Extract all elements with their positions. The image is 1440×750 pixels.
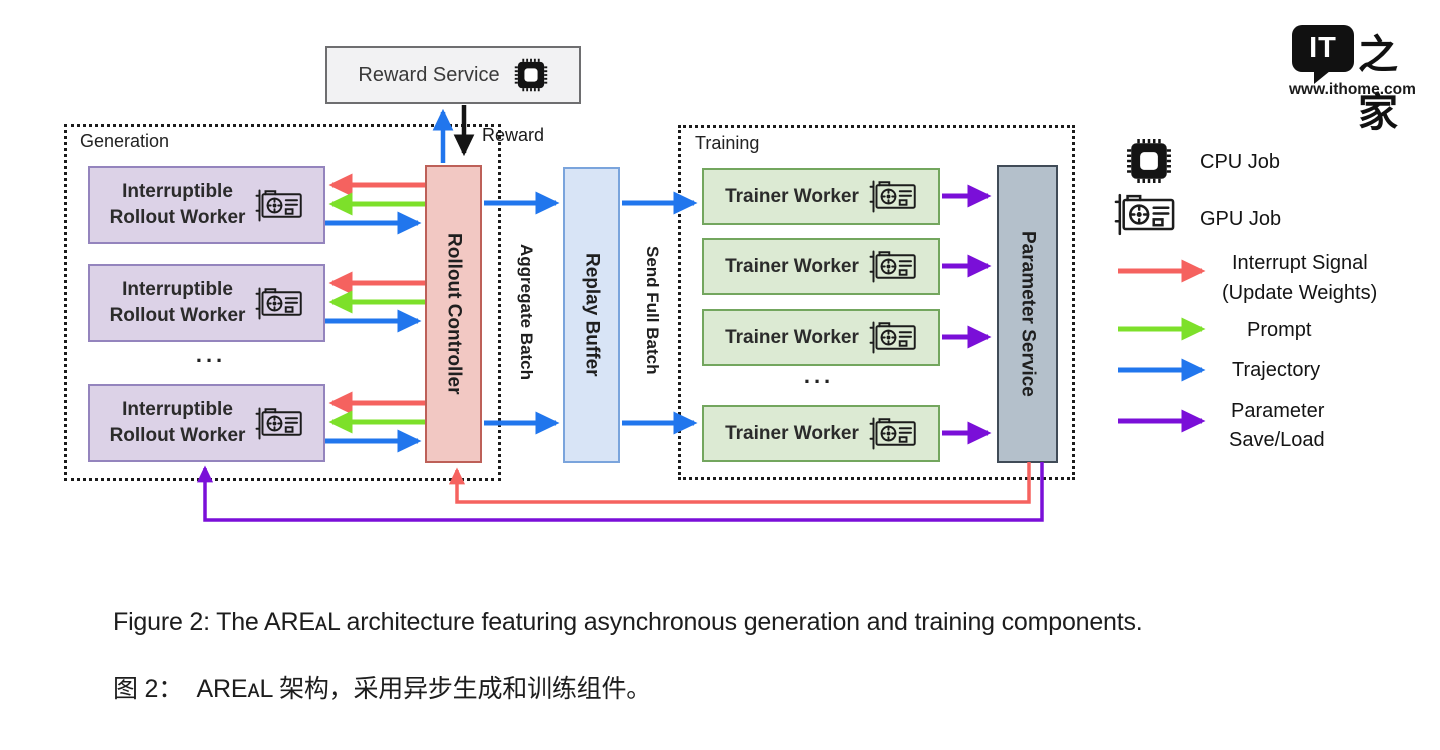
reward-service-box: Reward Service [325,46,581,104]
gpu-icon [869,416,917,451]
legend-gpu-label: GPU Job [1200,208,1282,230]
replay-buffer-box: Replay Buffer [563,167,620,463]
legend-gpu-icon [1114,192,1176,237]
rollout-controller-box: Rollout Controller [425,165,482,463]
trainer-worker-label: Trainer Worker [725,326,859,348]
logo-url: www.ithome.com [1289,81,1416,98]
trainer-worker-label: Trainer Worker [725,255,859,277]
gpu-icon [255,286,303,321]
reward-service-label: Reward Service [358,63,500,86]
rollout-worker-label: Interruptible Rollout Worker [110,277,246,328]
legend-interrupt-line2: (Update Weights) [1222,282,1378,304]
aggregate-batch-label: Aggregate Batch [517,244,536,381]
trainer-worker-4: Trainer Worker [702,405,940,462]
reward-arrow-label: Reward [482,125,545,145]
trainer-worker-label: Trainer Worker [725,185,859,207]
rollout-worker-2: Interruptible Rollout Worker [88,264,325,342]
gpu-icon [869,249,917,284]
legend-interrupt-line1: Interrupt Signal [1232,252,1368,274]
ithome-logo-bubble: IT [1292,25,1354,84]
worker-label-line1: Interruptible [122,181,233,203]
rollout-worker-3: Interruptible Rollout Worker [88,384,325,462]
rollout-worker-label: Interruptible Rollout Worker [110,179,246,230]
training-title: Training [695,133,760,153]
worker-label-line1: Interruptible [122,279,233,301]
rollout-worker-label: Interruptible Rollout Worker [110,397,246,448]
legend-trajectory-label: Trajectory [1232,359,1321,381]
gpu-icon [869,179,917,214]
gpu-icon [255,406,303,441]
trainer-worker-1: Trainer Worker [702,168,940,225]
generation-ellipsis: ... [195,342,227,367]
trainer-worker-label: Trainer Worker [725,422,859,444]
worker-label-line1: Interruptible [122,399,233,421]
gpu-icon [255,188,303,223]
legend-parameter-line1: Parameter [1231,400,1325,422]
legend-arrows [1118,259,1206,433]
training-ellipsis: ... [803,363,835,388]
worker-label-line2: Rollout Worker [109,425,246,446]
trainer-worker-2: Trainer Worker [702,238,940,295]
legend-prompt-label: Prompt [1247,319,1312,341]
trainer-worker-3: Trainer Worker [702,309,940,366]
cpu-icon [514,58,548,92]
send-full-batch-label: Send Full Batch [643,245,662,375]
worker-label-line2: Rollout Worker [109,207,246,228]
figure-caption-en: Figure 2: The AREᴀL architecture featuri… [113,608,1143,636]
figure-caption-zh: 图 2： AREᴀL 架构，采用异步生成和训练组件。 [113,675,652,703]
generation-title: Generation [80,131,170,151]
logo-bubble-tail [1314,71,1330,84]
legend-cpu-icon [1126,138,1172,184]
legend-parameter-line2: Save/Load [1229,429,1325,451]
rollout-worker-1: Interruptible Rollout Worker [88,166,325,244]
gpu-icon [869,320,917,355]
worker-label-line2: Rollout Worker [109,305,246,326]
parameter-service-box: Parameter Service [997,165,1058,463]
legend-cpu-label: CPU Job [1200,151,1281,173]
logo-it-text: IT [1309,32,1337,64]
logo-cn-text: 之家 [1358,33,1400,135]
